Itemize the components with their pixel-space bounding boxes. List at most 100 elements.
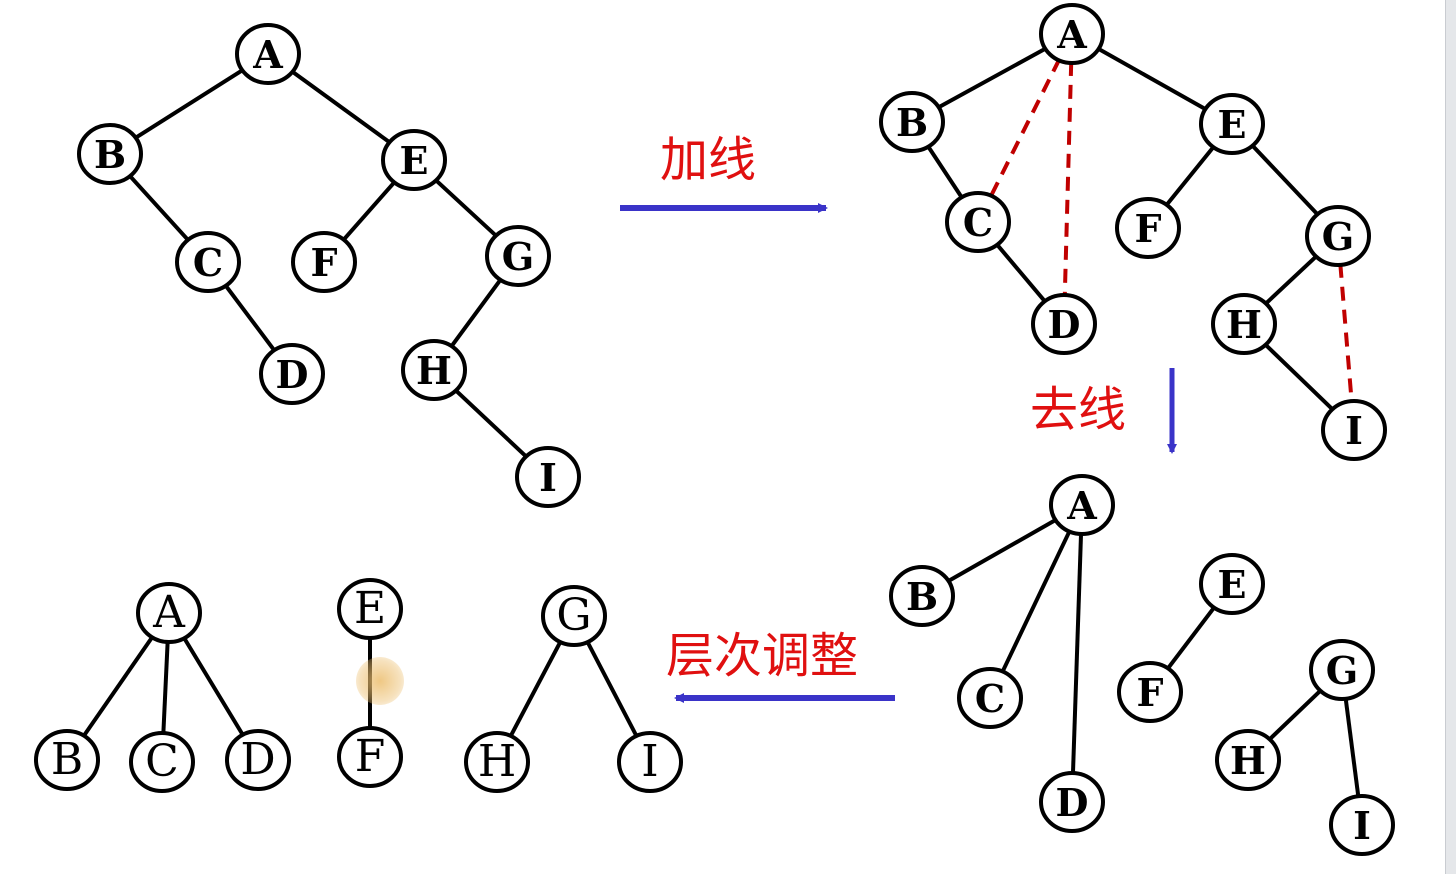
edge-E-G	[433, 177, 499, 239]
node-circle	[485, 225, 551, 287]
node-A: A	[235, 23, 301, 85]
node-circle	[337, 726, 403, 788]
node-D: D	[259, 343, 325, 405]
node-D: D	[1031, 293, 1097, 355]
edge-A-E	[289, 68, 393, 146]
edge-E-F	[1163, 144, 1217, 208]
node-C: C	[175, 231, 241, 293]
node-circle	[175, 231, 241, 293]
node-label: E	[400, 138, 429, 183]
node-label: C	[145, 736, 179, 787]
node-B: B	[879, 91, 945, 153]
node-circle	[957, 667, 1023, 729]
node-label: F	[1137, 670, 1164, 715]
node-circle	[1199, 553, 1265, 615]
node-B: B	[77, 123, 143, 185]
edge-H-I	[452, 387, 530, 460]
edge-A-D	[181, 635, 246, 738]
node-circle	[1305, 205, 1371, 267]
node-label: A	[1056, 12, 1087, 57]
node-circle	[1215, 729, 1281, 791]
node-label: A	[252, 32, 283, 77]
node-circle	[235, 23, 301, 85]
node-circle	[889, 565, 955, 627]
node-E: E	[1199, 553, 1265, 615]
node-F: F	[1115, 197, 1181, 259]
node-circle	[77, 123, 143, 185]
node-label: B	[94, 132, 126, 177]
node-G: G	[1305, 205, 1371, 267]
node-label: B	[896, 100, 928, 145]
node-H: H	[1215, 729, 1281, 791]
node-label: I	[1353, 803, 1371, 848]
node-I: I	[1329, 794, 1395, 856]
edge-G-I	[585, 639, 639, 739]
added-edge-A-C	[988, 58, 1062, 198]
node-label: I	[539, 455, 557, 500]
node-C: C	[129, 731, 195, 793]
node-circle	[1199, 93, 1265, 155]
node-label: G	[1322, 214, 1354, 259]
node-label: E	[1218, 102, 1247, 147]
node-circle	[515, 446, 581, 508]
node-label: E	[354, 583, 386, 634]
edge-E-F	[340, 179, 398, 243]
node-circle	[1309, 639, 1375, 701]
edge-G-H	[508, 639, 563, 739]
node-circle	[291, 231, 357, 293]
node-A: A	[1039, 3, 1105, 65]
node-G: G	[1309, 639, 1375, 701]
node-A: A	[1049, 474, 1115, 536]
node-B: B	[34, 729, 100, 791]
node-circle	[464, 731, 530, 793]
node-circle	[1031, 293, 1097, 355]
remove-lines-label: 去线	[1030, 382, 1126, 438]
node-label: D	[1056, 780, 1089, 825]
edge-B-C	[127, 173, 191, 243]
node-label: F	[311, 240, 338, 285]
edge-A-B	[132, 67, 246, 141]
node-H: H	[401, 339, 467, 401]
node-label: F	[1135, 206, 1162, 251]
node-label: G	[502, 234, 534, 279]
node-D: D	[1039, 771, 1105, 833]
node-circle	[617, 731, 683, 793]
node-H: H	[464, 731, 530, 793]
node-label: D	[240, 734, 275, 785]
node-I: I	[617, 731, 683, 793]
node-label: A	[152, 587, 186, 638]
node-circle	[1211, 293, 1277, 355]
node-label: H	[478, 736, 516, 787]
node-circle	[259, 343, 325, 405]
node-label: E	[1218, 562, 1247, 607]
node-label: C	[193, 240, 223, 285]
node-label: B	[51, 734, 83, 785]
node-E: E	[381, 129, 447, 191]
edge-C-D	[223, 283, 277, 353]
node-label: B	[906, 574, 938, 619]
node-label: F	[355, 731, 386, 782]
edge-A-B	[935, 45, 1049, 111]
node-circle	[1117, 661, 1183, 723]
node-circle	[401, 339, 467, 401]
scrollbar[interactable]	[1445, 0, 1456, 874]
level-adjust-label: 层次调整	[666, 628, 858, 684]
edge-B-C	[925, 144, 965, 200]
node-circle	[129, 731, 195, 793]
node-E: E	[337, 578, 403, 640]
node-label: C	[963, 200, 993, 245]
node-label: H	[1230, 738, 1266, 783]
node-circle	[945, 191, 1011, 253]
added-edge-A-D	[1062, 61, 1074, 297]
edge-A-C	[1000, 529, 1072, 674]
edge-A-C	[161, 640, 170, 735]
node-F: F	[337, 726, 403, 788]
edge-A-B	[81, 634, 155, 739]
edge-A-E	[1095, 45, 1209, 113]
node-circle	[381, 129, 447, 191]
node-B: B	[889, 565, 955, 627]
